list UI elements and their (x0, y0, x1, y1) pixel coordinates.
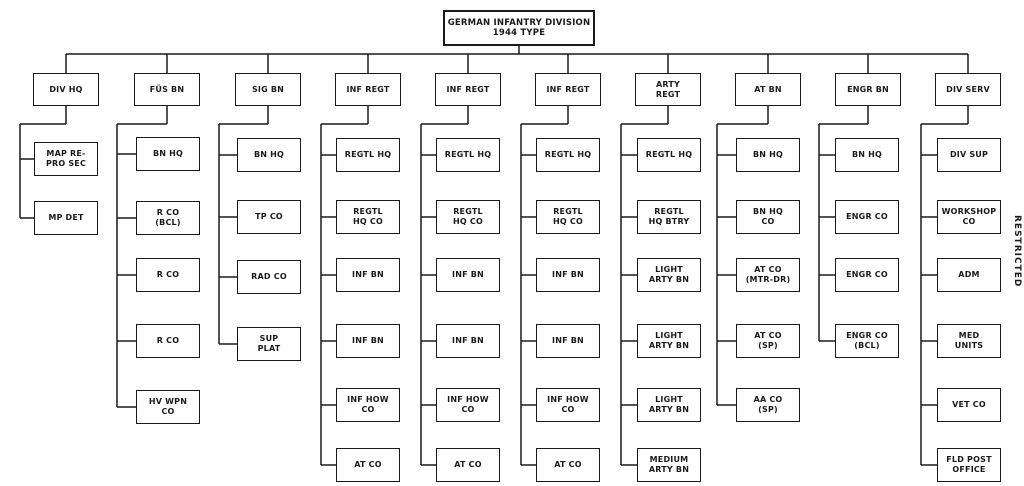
unit-1-header: DIV HQ (33, 73, 99, 106)
unit-3-child-3: RAD CO (237, 260, 301, 294)
unit-6-child-6: AT CO (536, 448, 600, 482)
unit-4-child-1: REGTL HQ (336, 138, 400, 172)
unit-7-child-4: LIGHT ARTY BN (637, 324, 701, 358)
unit-5-child-2: REGTL HQ CO (436, 200, 500, 234)
unit-4-child-5: INF HOW CO (336, 388, 400, 422)
unit-6-header: INF REGT (535, 73, 601, 106)
unit-5-child-5: INF HOW CO (436, 388, 500, 422)
unit-10-child-2: WORKSHOP CO (937, 200, 1001, 234)
unit-1-child-2: MP DET (34, 201, 98, 235)
unit-6-child-1: REGTL HQ (536, 138, 600, 172)
unit-5-child-4: INF BN (436, 324, 500, 358)
unit-3-child-1: BN HQ (237, 138, 301, 172)
unit-9-child-1: BN HQ (835, 138, 899, 172)
unit-3-child-2: TP CO (237, 200, 301, 234)
unit-2-child-3: R CO (136, 258, 200, 292)
unit-7-header: ARTY REGT (635, 73, 701, 106)
unit-2-child-5: HV WPN CO (136, 390, 200, 424)
unit-10-child-6: FLD POST OFFICE (937, 448, 1001, 482)
unit-7-child-1: REGTL HQ (637, 138, 701, 172)
unit-10-child-5: VET CO (937, 388, 1001, 422)
unit-4-child-2: REGTL HQ CO (336, 200, 400, 234)
unit-10-child-4: MED UNITS (937, 324, 1001, 358)
unit-8-child-4: AT CO (SP) (736, 324, 800, 358)
unit-9-child-4: ENGR CO (BCL) (835, 324, 899, 358)
unit-5-header: INF REGT (435, 73, 501, 106)
unit-7-child-2: REGTL HQ BTRY (637, 200, 701, 234)
top-box-division: GERMAN INFANTRY DIVISION 1944 TYPE (443, 10, 595, 46)
unit-5-child-1: REGTL HQ (436, 138, 500, 172)
unit-4-child-3: INF BN (336, 258, 400, 292)
unit-4-header: INF REGT (335, 73, 401, 106)
unit-6-child-5: INF HOW CO (536, 388, 600, 422)
unit-2-child-2: R CO (BCL) (136, 201, 200, 235)
unit-3-header: SIG BN (235, 73, 301, 106)
unit-8-child-3: AT CO (MTR-DR) (736, 258, 800, 292)
unit-3-child-4: SUP PLAT (237, 327, 301, 361)
unit-8-child-2: BN HQ CO (736, 200, 800, 234)
unit-9-header: ENGR BN (835, 73, 901, 106)
unit-7-child-6: MEDIUM ARTY BN (637, 448, 701, 482)
unit-9-child-2: ENGR CO (835, 200, 899, 234)
unit-10-header: DIV SERV (935, 73, 1001, 106)
unit-1-child-1: MAP RE- PRO SEC (34, 142, 98, 176)
unit-8-child-1: BN HQ (736, 138, 800, 172)
unit-2-child-1: BN HQ (136, 137, 200, 171)
restricted-label: RESTRICTED (1012, 215, 1022, 288)
unit-6-child-3: INF BN (536, 258, 600, 292)
unit-6-child-4: INF BN (536, 324, 600, 358)
unit-6-child-2: REGTL HQ CO (536, 200, 600, 234)
unit-10-child-1: DIV SUP (937, 138, 1001, 172)
unit-10-child-3: ADM (937, 258, 1001, 292)
unit-4-child-6: AT CO (336, 448, 400, 482)
unit-5-child-3: INF BN (436, 258, 500, 292)
unit-8-header: AT BN (735, 73, 801, 106)
unit-9-child-3: ENGR CO (835, 258, 899, 292)
unit-2-header: FÜS BN (134, 73, 200, 106)
unit-7-child-3: LIGHT ARTY BN (637, 258, 701, 292)
unit-7-child-5: LIGHT ARTY BN (637, 388, 701, 422)
unit-5-child-6: AT CO (436, 448, 500, 482)
unit-2-child-4: R CO (136, 324, 200, 358)
unit-4-child-4: INF BN (336, 324, 400, 358)
unit-8-child-5: AA CO (SP) (736, 388, 800, 422)
